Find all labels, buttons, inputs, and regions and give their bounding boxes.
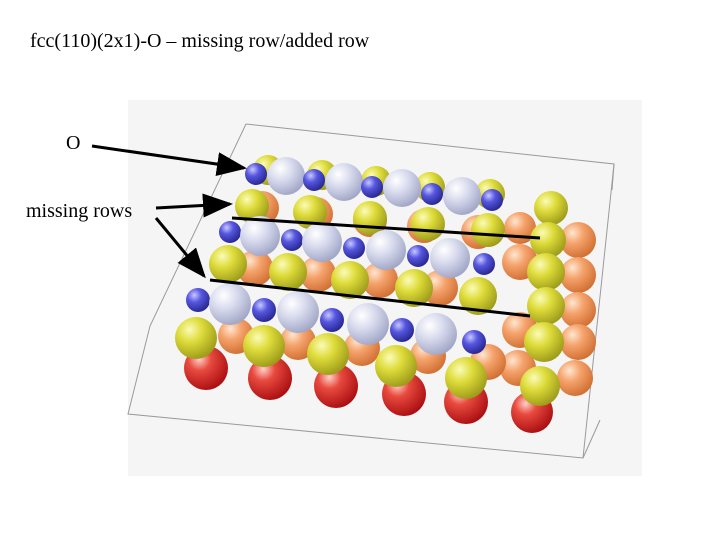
cell-frame — [127, 123, 615, 459]
missing-row-line-1 — [231, 216, 541, 240]
arrow-missing-row-top — [155, 193, 233, 218]
missing-row-line-2 — [209, 278, 531, 318]
added-row-3 — [186, 283, 486, 355]
arrow-oxygen — [91, 144, 247, 177]
added-row-1 — [245, 157, 503, 215]
oxygen-label: O — [66, 132, 81, 154]
arrow-missing-row-bottom — [154, 217, 206, 279]
added-row-2 — [219, 216, 495, 278]
annotation-arrows — [91, 144, 541, 318]
missing-rows-label: missing rows — [26, 200, 133, 222]
slide-title: fcc(110)(2x1)-O – missing row/added row — [30, 30, 370, 52]
substrate-top-layer — [175, 189, 566, 406]
